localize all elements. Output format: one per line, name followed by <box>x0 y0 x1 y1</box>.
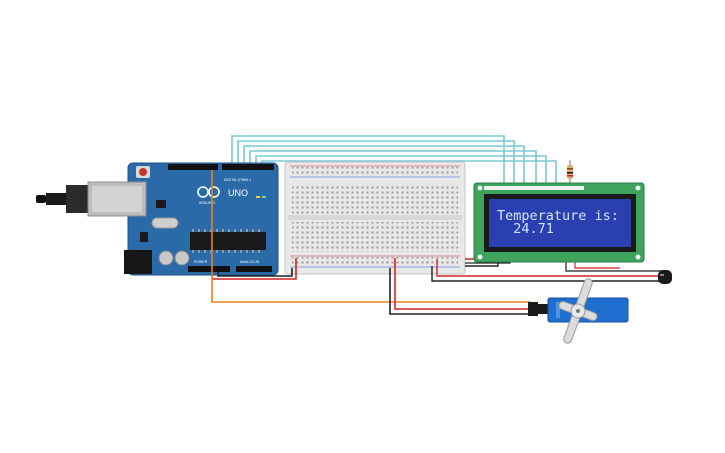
resistor[interactable] <box>567 160 573 186</box>
wire-sensor-gnd[interactable] <box>431 266 662 282</box>
usb-connector-icon <box>36 181 147 217</box>
power-header[interactable] <box>188 266 230 272</box>
wire-backlight[interactable] <box>565 262 662 272</box>
atmega-chip <box>190 229 266 253</box>
wire-servo-gnd[interactable] <box>389 268 530 315</box>
wire-servo-signal[interactable] <box>211 170 530 303</box>
digital-pins-label: DIGITAL (PWM~) <box>224 178 251 182</box>
power-pins-label: POWER <box>194 260 208 264</box>
capacitor <box>158 250 174 266</box>
temperature-sensor-icon[interactable] <box>658 270 672 284</box>
arduino-logo-icon <box>197 186 220 198</box>
lcd-display[interactable]: Temperature is: 24.71 <box>473 182 645 263</box>
breadboard[interactable] <box>284 161 466 275</box>
lcd-line-1: Temperature is: <box>497 208 619 224</box>
wire-backlight-anode[interactable] <box>574 262 620 269</box>
usb-chip <box>156 200 166 208</box>
servo-motor-icon[interactable] <box>528 272 629 350</box>
board-model-label: UNO <box>228 188 248 198</box>
regulator <box>140 232 148 242</box>
power-led <box>262 196 266 198</box>
lcd-screen <box>489 199 631 247</box>
capacitor <box>174 250 190 266</box>
status-led <box>256 196 260 198</box>
analog-header[interactable] <box>236 266 272 272</box>
power-jack <box>124 250 152 274</box>
wire-gnd[interactable] <box>217 268 293 277</box>
digital-header-low[interactable] <box>168 164 218 170</box>
analog-pins-label: ANALOG IN <box>240 260 260 264</box>
lcd-line-2: 24.71 <box>497 221 554 237</box>
crystal <box>151 217 179 229</box>
digital-header-high[interactable] <box>222 164 274 170</box>
board-brand-label: ARDUINO <box>199 201 215 205</box>
wire-sensor-vcc[interactable] <box>436 259 662 277</box>
wire-servo-vcc[interactable] <box>394 258 530 310</box>
reset-button[interactable] <box>136 166 150 178</box>
arduino-uno-board[interactable]: UNO ARDUINO DIGITAL (PWM~) POWER ANALOG … <box>36 162 279 276</box>
lcd-header-pins[interactable] <box>484 186 584 190</box>
